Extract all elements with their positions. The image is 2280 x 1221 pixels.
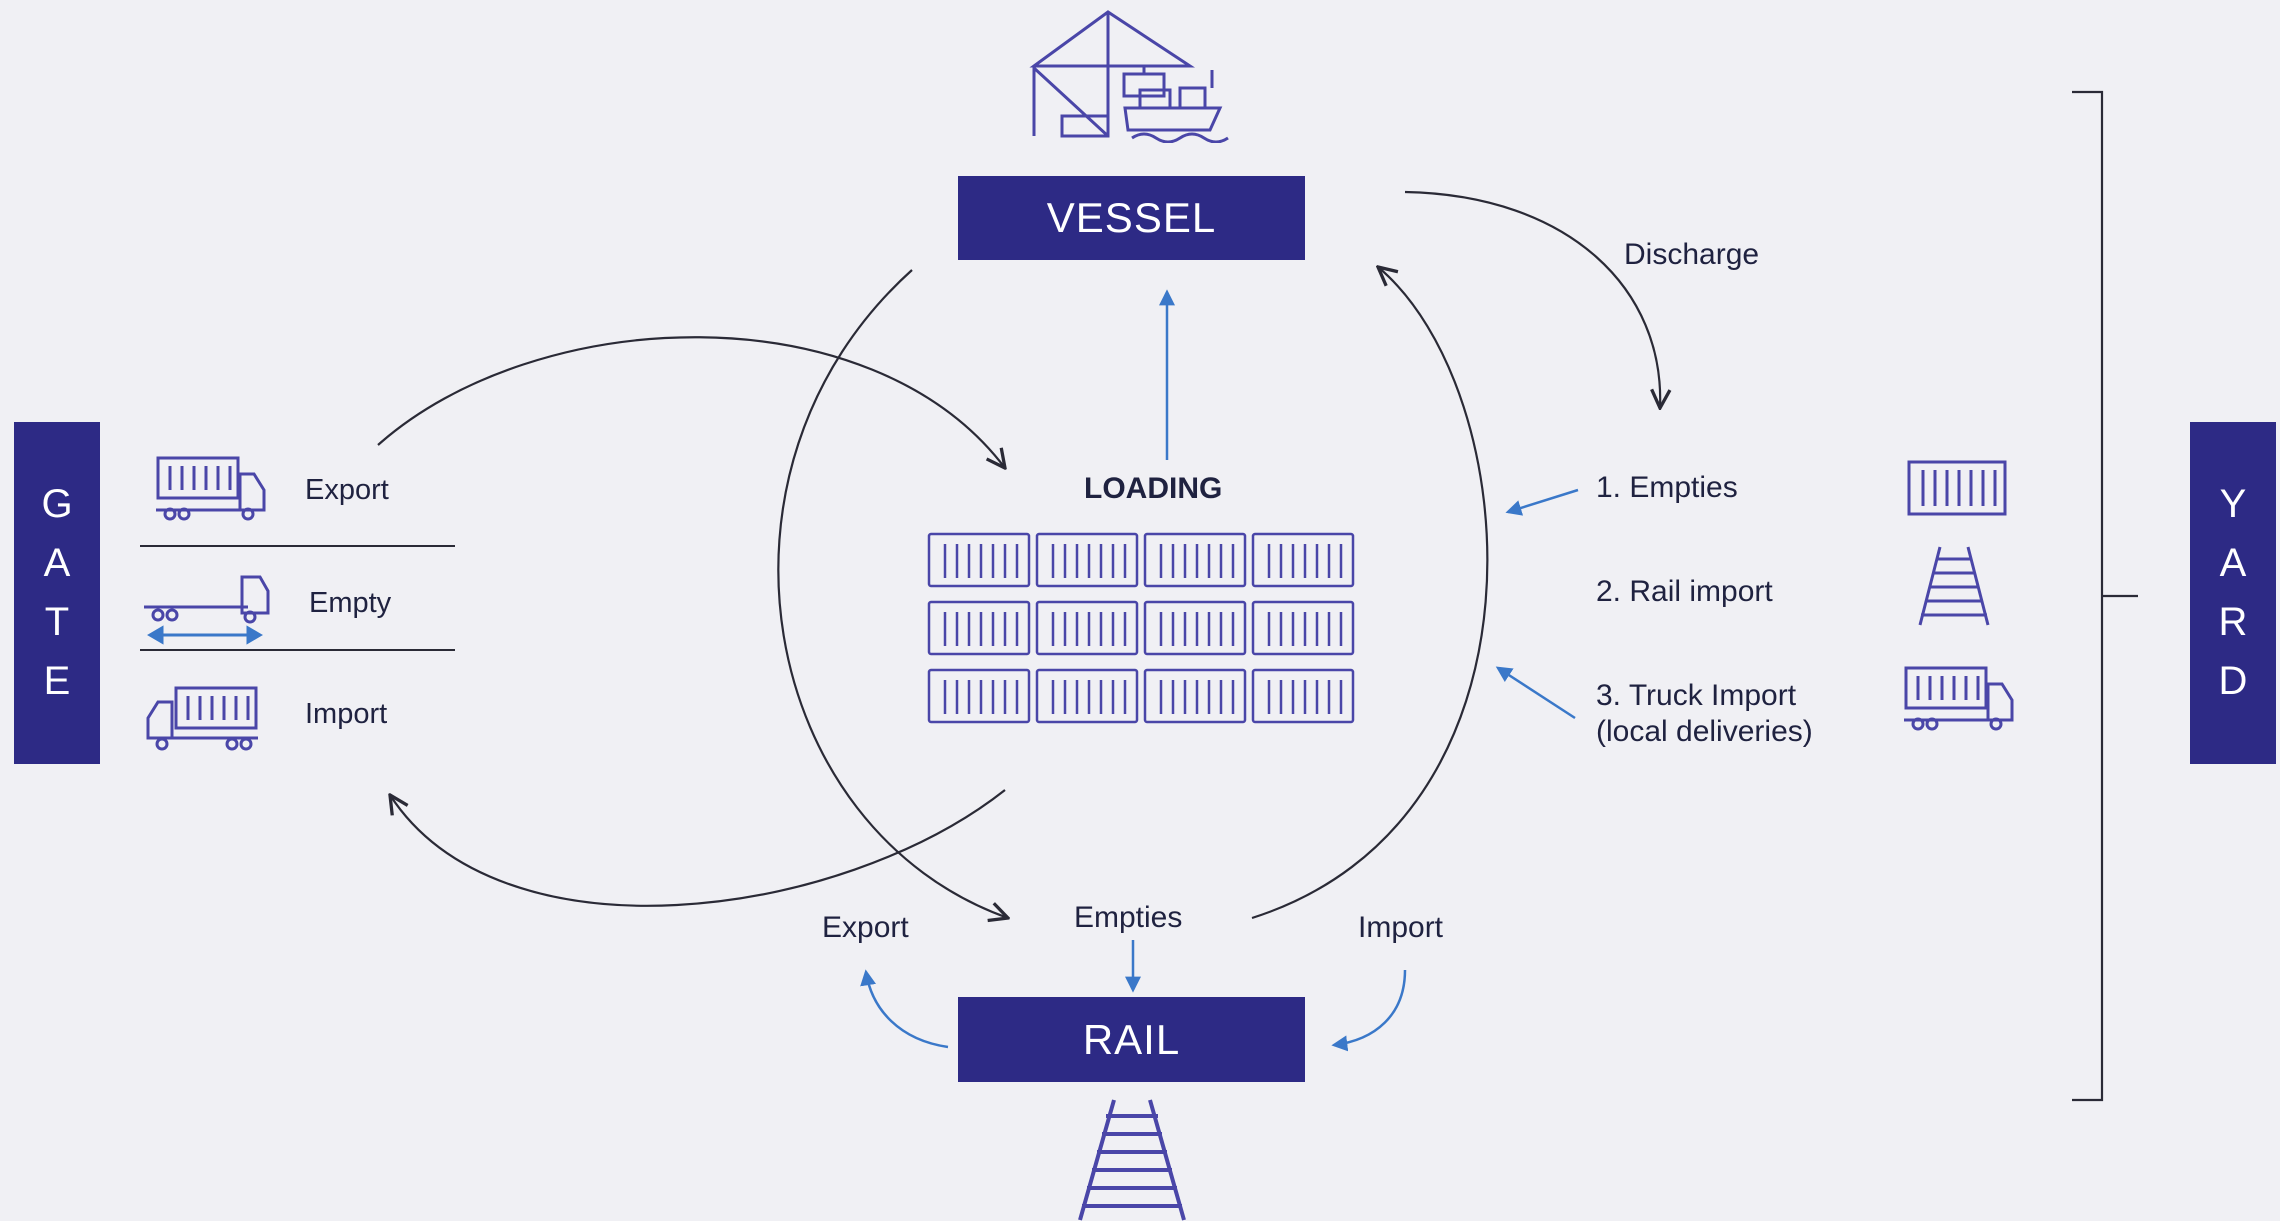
rail-label: RAIL: [1082, 1015, 1181, 1063]
rail-track-icon: [1918, 546, 1990, 626]
rail-track-icon: [1078, 1099, 1186, 1221]
rail-box: RAIL: [958, 997, 1305, 1082]
rail-to-export-arrow: [860, 969, 949, 1049]
loading-to-gate-import-arrow: [390, 789, 1006, 907]
truck-container-icon: [156, 456, 266, 521]
vessel-label: VESSEL: [1046, 194, 1217, 241]
yard-truck-import-label: 3. Truck Import (local deliveries): [1596, 679, 1813, 748]
gate-box: G A T E: [14, 422, 100, 764]
import-truck-icon: [146, 686, 258, 751]
container-stack-icon: [927, 532, 1355, 724]
import-to-rail-arrow: [1331, 969, 1407, 1052]
vessel-box: VESSEL: [958, 176, 1305, 260]
yard-empties-label: 1. Empties: [1596, 471, 1738, 504]
yard-rail-import-label: 2. Rail import: [1596, 575, 1773, 608]
gate-import-label: Import: [305, 698, 388, 730]
vessel-to-rail-arrow: [777, 269, 1008, 918]
truck-import-to-loop-arrow: [1495, 666, 1576, 720]
truck-container-icon: [1904, 666, 2014, 731]
gate-export-to-loading-arrow: [377, 336, 1005, 468]
container-icon: [1907, 460, 2007, 516]
gate-export-label: Export: [305, 474, 389, 506]
rail-import-label: Import: [1358, 911, 1444, 944]
rail-to-vessel-arrow: [1251, 267, 1489, 920]
yard-box: Y A R D: [2190, 422, 2276, 764]
gate-empty-label: Empty: [309, 587, 392, 619]
empties-to-loop-arrow: [1505, 488, 1579, 516]
loading-label: LOADING: [1084, 472, 1223, 505]
yard-bracket: [2072, 90, 2138, 1102]
discharge-arrow: [1404, 190, 1660, 408]
empty-truck-icon: [144, 575, 270, 645]
rail-empties-label: Empties: [1074, 901, 1183, 934]
crane-ship-icon: [1029, 10, 1229, 143]
discharge-label: Discharge: [1624, 238, 1760, 271]
rail-export-label: Export: [822, 911, 909, 944]
